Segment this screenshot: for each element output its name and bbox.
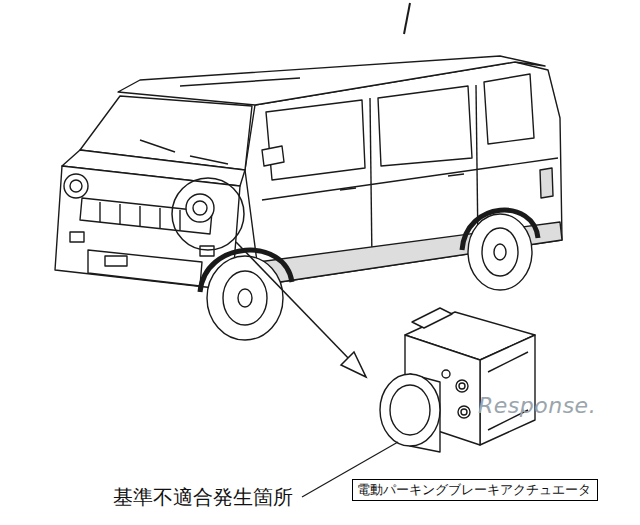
defect-location-label: 基準不適合発生箇所 xyxy=(113,484,293,510)
pointer-arrow xyxy=(236,242,366,377)
part-name-box: 電動パーキングブレーキアクチュエータ xyxy=(352,479,598,501)
callout-circle xyxy=(172,178,244,250)
actuator-illustration xyxy=(380,308,535,452)
part-name: 電動パーキングブレーキアクチュエータ xyxy=(357,481,593,499)
watermark: Response. xyxy=(478,393,596,419)
